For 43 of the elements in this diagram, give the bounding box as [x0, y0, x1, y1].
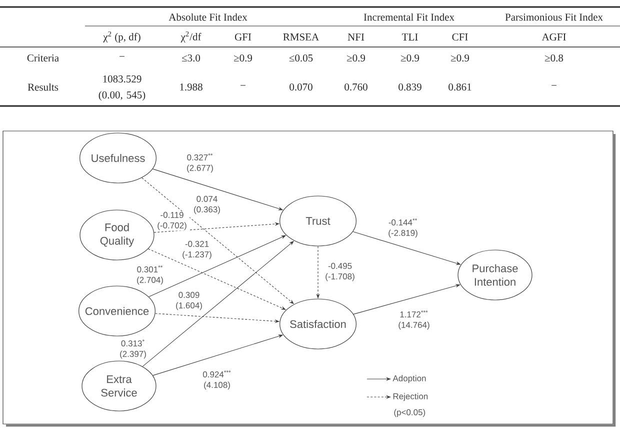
legend-label: Adoption	[392, 375, 426, 383]
edge-label: 0.301$^{**}$ (2.704)	[132, 264, 168, 286]
column-header: NFI	[348, 34, 364, 40]
table-cell: 0.839	[398, 83, 422, 91]
column-header: CFI	[452, 33, 468, 41]
column-header: RMSEA	[283, 33, 319, 41]
table-cell: 0.070	[290, 83, 312, 91]
edge-label: 1.172$^{***}$ (14.764)	[396, 310, 432, 330]
edge-label: 0.327$^{**}$ (2.677)	[182, 152, 218, 174]
edge-label: 0.309 (1.604)	[171, 291, 207, 311]
table-cell: 1.988	[180, 83, 202, 91]
table-cell: −	[240, 85, 246, 86]
edge-label: 0.313$^{*}$ (2.397)	[115, 338, 151, 360]
table-header: Absolute Fit Index	[168, 13, 248, 21]
edge-label: -0.495 (-1.708)	[322, 262, 358, 282]
edge-label: 0.074 (0.363)	[189, 195, 225, 215]
row-label: Criteria	[27, 54, 59, 62]
edge-label: 0.924$^{***}$ (4.108)	[199, 370, 235, 390]
table-cell: ≥0.9	[234, 54, 252, 62]
table-header: Parsimonious Fit Index	[505, 13, 603, 21]
column-header: AGFI	[542, 33, 566, 41]
column-header: GFI	[234, 33, 252, 41]
table-cell: ≥0.9	[450, 54, 470, 62]
table-cell: 1083.529 (0.00, 545)	[98, 75, 146, 101]
table-cell: 0.861	[448, 83, 472, 91]
edge-label: -0.144$^{**}$ (-2.819)	[385, 218, 421, 238]
table-cell: 0.760	[344, 83, 368, 91]
column-header: χ$^{2}$/df	[180, 31, 202, 43]
edge-label: -0.321 (-1.237)	[179, 240, 215, 260]
edge-label: -0.119 (-0.702)	[154, 211, 190, 231]
column-header: χ$^{2}$ (p, df)	[103, 31, 140, 43]
table-cell: ≤3.0	[182, 54, 200, 62]
note: (p<0.05)	[394, 409, 426, 417]
table-cell: −	[120, 56, 124, 57]
legend-label: Rejection	[393, 393, 428, 401]
row-label: Results	[28, 83, 58, 91]
column-header: TLI	[402, 34, 418, 40]
table-header: Incremental Fit Index	[364, 13, 454, 21]
table-cell: ≤0.05	[289, 54, 313, 62]
table-cell: ≥0.9	[346, 54, 366, 62]
table-cell: ≥0.8	[544, 54, 564, 62]
table-cell: ≥0.9	[400, 54, 420, 62]
table-cell: −	[552, 85, 556, 86]
